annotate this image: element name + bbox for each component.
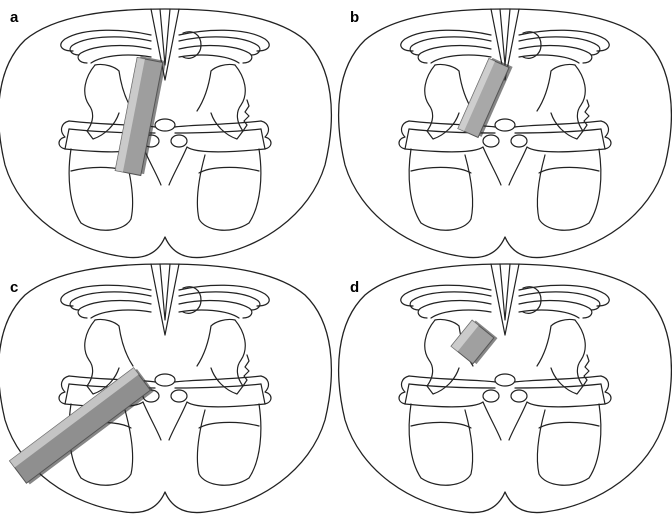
- implant-c: [8, 367, 154, 485]
- panel-b: [337, 8, 672, 259]
- implant-a: [114, 56, 167, 177]
- panel-a: [0, 8, 333, 259]
- implant-d: [450, 319, 498, 365]
- panel-label-b: b: [350, 9, 359, 26]
- panel-c: [0, 263, 333, 514]
- spinal-cross-section: [0, 263, 333, 514]
- spinal-cross-section: [337, 8, 672, 259]
- panel-label-a: a: [10, 9, 19, 26]
- panel-label-d: d: [350, 279, 359, 296]
- implant-highlight: [9, 367, 139, 468]
- spinal-cross-section: [337, 263, 672, 514]
- implant-b: [457, 57, 513, 139]
- implant-highlight: [115, 57, 145, 173]
- panel-d: [337, 263, 672, 514]
- implant-highlight: [451, 320, 479, 352]
- spinal-cross-section: [0, 8, 333, 259]
- implant-bar: [8, 367, 152, 484]
- implant-highlight: [457, 58, 495, 132]
- panel-label-c: c: [10, 279, 18, 296]
